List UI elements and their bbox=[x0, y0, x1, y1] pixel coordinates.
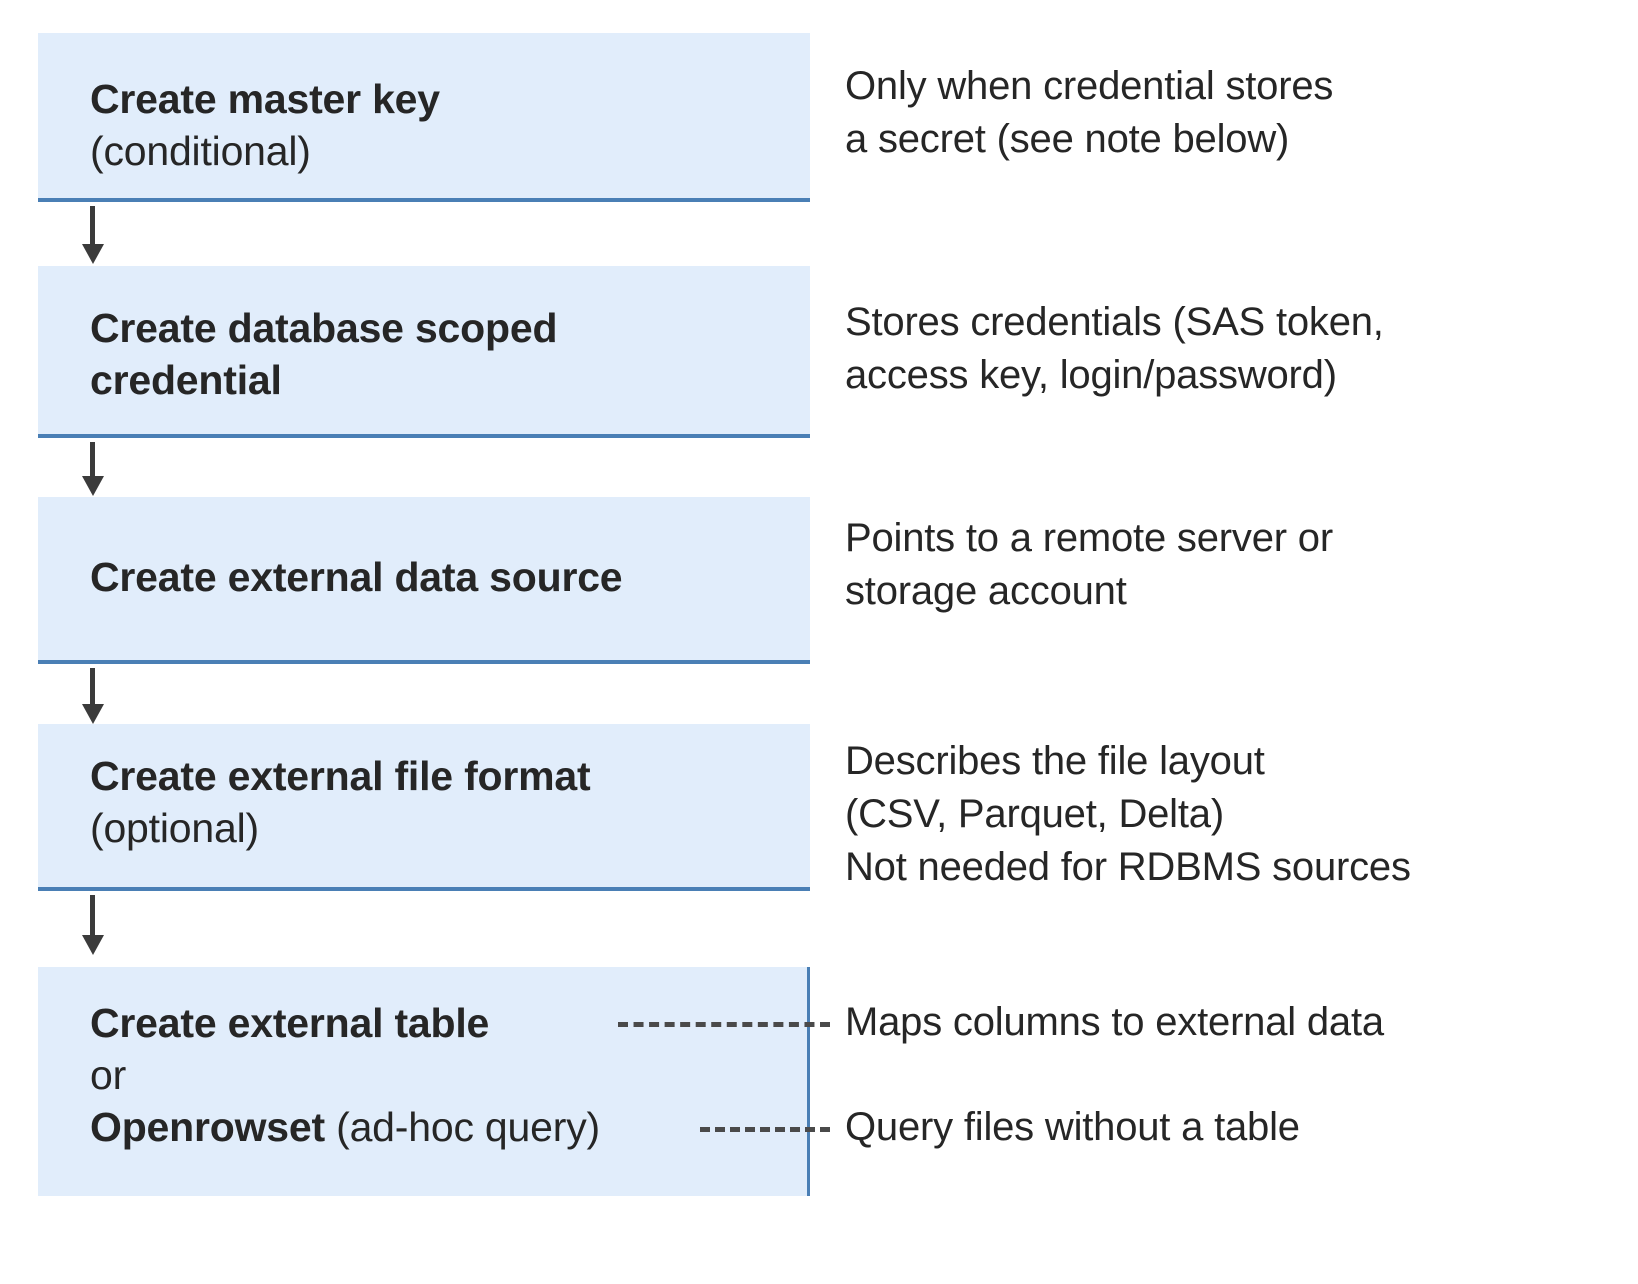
flow-box-label-create-master-key: Create master key (conditional) bbox=[90, 73, 796, 177]
note-create-master-key: Only when credential stores a secret (se… bbox=[845, 64, 1334, 161]
dashed-connector-openrowset bbox=[700, 1127, 830, 1132]
arrow-down-3 bbox=[82, 668, 104, 724]
step-title: Create database scoped credential bbox=[90, 305, 558, 403]
note-create-external-table: Maps columns to external data bbox=[845, 1000, 1384, 1044]
flow-box-create-database-scoped-credential[interactable]: Create database scoped credential bbox=[38, 266, 810, 438]
flow-box-label-openrowset: Openrowset (ad-hoc query) bbox=[90, 1101, 793, 1153]
step-subtitle: (conditional) bbox=[90, 128, 311, 174]
step-title: Create external file format bbox=[90, 753, 591, 799]
flow-box-label-create-external-file-format: Create external file format (optional) bbox=[90, 750, 796, 854]
note-openrowset: Query files without a table bbox=[845, 1105, 1300, 1149]
flow-box-create-external-data-source[interactable]: Create external data source bbox=[38, 497, 810, 664]
flow-box-label-or: or bbox=[90, 1049, 793, 1101]
arrow-down-1 bbox=[82, 206, 104, 264]
flow-box-label-create-database-scoped-credential: Create database scoped credential bbox=[90, 302, 620, 406]
step-subtitle: (optional) bbox=[90, 805, 259, 851]
final-option-a-title: Create external table bbox=[90, 1000, 490, 1046]
note-create-external-data-source: Points to a remote server or storage acc… bbox=[845, 516, 1333, 613]
flow-box-create-external-table-or-openrowset[interactable]: Create external table or Openrowset (ad-… bbox=[38, 967, 810, 1196]
arrow-down-2 bbox=[82, 442, 104, 496]
final-option-b-suffix: (ad-hoc query) bbox=[324, 1104, 600, 1150]
step-title: Create master key bbox=[90, 76, 440, 122]
flow-box-label-create-external-table: Create external table bbox=[90, 997, 793, 1049]
note-create-external-file-format: Describes the file layout (CSV, Parquet,… bbox=[845, 739, 1411, 889]
arrow-down-4 bbox=[82, 895, 104, 955]
dashed-connector-external-table bbox=[618, 1022, 830, 1027]
flow-box-create-external-file-format[interactable]: Create external file format (optional) bbox=[38, 724, 810, 891]
final-option-b-title: Openrowset bbox=[90, 1104, 325, 1150]
final-separator: or bbox=[90, 1052, 127, 1098]
step-title: Create external data source bbox=[90, 554, 623, 600]
flow-box-label-create-external-data-source: Create external data source bbox=[90, 551, 796, 603]
flow-box-create-master-key[interactable]: Create master key (conditional) bbox=[38, 33, 810, 202]
note-create-database-scoped-credential: Stores credentials (SAS token, access ke… bbox=[845, 300, 1384, 397]
